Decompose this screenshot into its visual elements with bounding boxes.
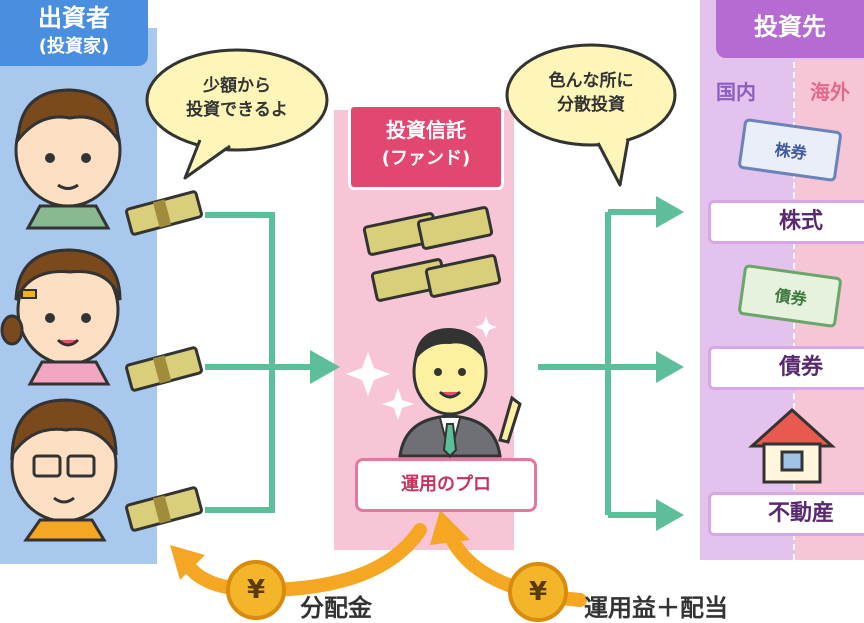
investor-title: 出資者 xyxy=(38,4,110,32)
destination-speech-bubble xyxy=(505,43,677,187)
domestic-label: 国内 xyxy=(716,80,756,104)
investor-bubble-line2: 投資できるよ xyxy=(186,100,288,120)
investor-flow-arrows xyxy=(205,212,312,513)
destination-bubble-line2: 分散投資 xyxy=(557,95,625,115)
overseas-label: 海外 xyxy=(810,80,850,104)
investor-glasses-man-icon xyxy=(10,398,118,542)
investor-man-icon xyxy=(14,88,122,230)
distribution-label: 分配金 xyxy=(300,594,372,622)
fund-manager-icon xyxy=(398,328,522,460)
arrow-to-stocks xyxy=(656,196,684,228)
investor-subtitle: (投資家) xyxy=(38,36,110,57)
investor-speech-bubble xyxy=(145,48,329,180)
arrow-to-real-estate xyxy=(656,499,684,531)
destination-bubble-text: 色んな所に 分散投資 xyxy=(527,69,655,117)
arrow-to-bonds xyxy=(656,351,684,383)
destination-title: 投資先 xyxy=(716,0,864,58)
destination-flow-arrows xyxy=(538,209,660,518)
investor-bubble-line1: 少額から xyxy=(203,76,271,96)
fund-subtitle: (ファンド) xyxy=(381,148,471,169)
house-icon xyxy=(748,407,836,484)
investor-money-stack-2 xyxy=(125,346,203,392)
yen-coin-icon: ¥ xyxy=(226,560,286,620)
investor-woman-icon xyxy=(0,248,122,386)
yen-coin-icon-2: ¥ xyxy=(508,562,568,622)
fund-title: 投資信託 xyxy=(386,118,466,142)
destination-real-estate: 不動産 xyxy=(708,492,864,536)
investor-money-stack-1 xyxy=(125,190,203,236)
sparkle-icons xyxy=(346,316,497,420)
investor-bubble-text: 少額から 投資できるよ xyxy=(170,74,304,122)
destination-bubble-line1: 色んな所に xyxy=(548,71,634,91)
fund-pro-label: 運用のプロ xyxy=(355,458,537,512)
fund-money-pile xyxy=(362,206,502,302)
investor-money-stack-3 xyxy=(125,486,203,532)
stock-ticket-icon xyxy=(738,118,842,182)
return-arrowhead-fund xyxy=(430,510,470,545)
gains-label: 運用益＋配当 xyxy=(584,594,728,622)
bond-ticket-icon xyxy=(738,264,842,328)
arrow-to-fund xyxy=(310,350,340,384)
destination-stocks: 株式 xyxy=(708,200,864,244)
return-arrowhead-investor xyxy=(170,545,205,580)
investor-header: 出資者 (投資家) xyxy=(0,0,148,66)
destination-bonds: 債券 xyxy=(708,346,864,390)
fund-header: 投資信託 (ファンド) xyxy=(348,104,504,190)
